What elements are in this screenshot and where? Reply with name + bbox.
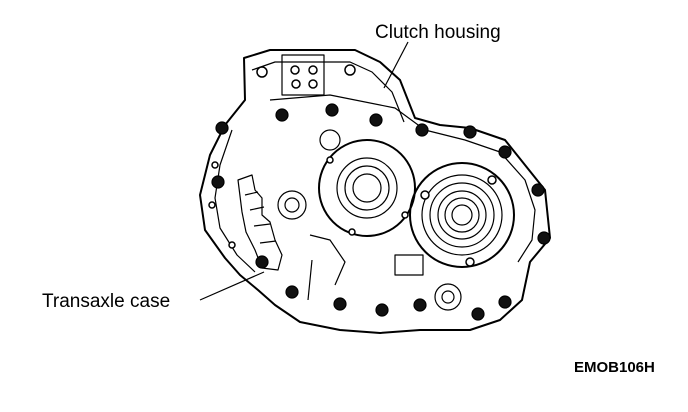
housing-bolts xyxy=(211,103,551,321)
top-flange xyxy=(256,54,356,96)
clutch-housing-label: Clutch housing xyxy=(375,22,501,43)
transaxle-housing xyxy=(199,49,551,334)
differential-hub xyxy=(409,162,515,268)
internal-details xyxy=(208,129,462,311)
clutch-housing-leader xyxy=(383,41,409,89)
transaxle-case-label: Transaxle case xyxy=(42,291,170,312)
transaxle-case-leader xyxy=(199,271,265,301)
input-shaft-hub xyxy=(318,139,416,237)
stepped-plate xyxy=(237,174,283,271)
figure-code: EMOB106H xyxy=(574,359,655,376)
